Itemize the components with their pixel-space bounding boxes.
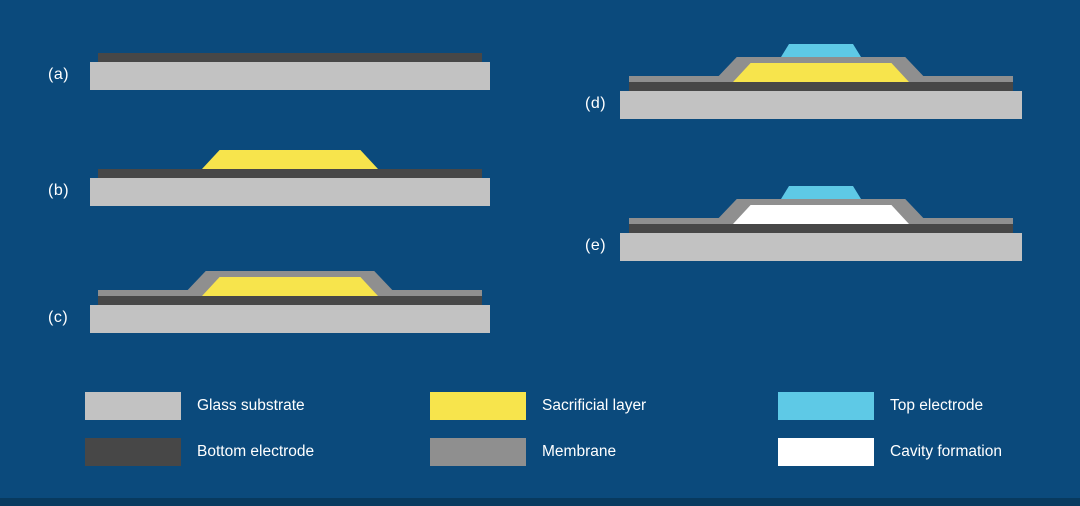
legend-item-membrane: Membrane [430, 438, 616, 466]
legend-item-bottom-electrode: Bottom electrode [85, 438, 314, 466]
bottom-electrode-layer [629, 224, 1013, 233]
legend-item-glass-substrate: Glass substrate [85, 392, 305, 420]
top-electrode-swatch [778, 392, 874, 420]
device-step-b [90, 150, 490, 206]
bottom-electrode-swatch [85, 438, 181, 466]
legend-label-top-electrode: Top electrode [890, 397, 984, 414]
legend-label-membrane: Membrane [542, 443, 617, 460]
device-step-c [90, 271, 490, 333]
glass-substrate-layer [620, 91, 1022, 119]
legend-item-cavity-formation: Cavity formation [778, 438, 1002, 466]
glass-substrate-layer [620, 233, 1022, 261]
step-label-a: (a) [48, 66, 70, 83]
glass-substrate-layer [90, 62, 490, 90]
sacrificial-layer [733, 63, 909, 82]
glass-substrate-layer [90, 178, 490, 206]
step-label-c: (c) [48, 309, 69, 326]
device-step-d [620, 44, 1022, 119]
legend-label-cavity-formation: Cavity formation [890, 443, 1002, 460]
bottom-electrode-layer [98, 53, 482, 62]
sacrificial-layer [202, 277, 378, 296]
device-step-a [90, 53, 490, 90]
legend-item-top-electrode: Top electrode [778, 392, 983, 420]
step-label-b: (b) [48, 182, 70, 199]
membrane-swatch [430, 438, 526, 466]
legend-label-glass-substrate: Glass substrate [197, 397, 305, 414]
device-step-e [620, 186, 1022, 261]
top-electrode-layer [781, 186, 861, 199]
legend-label-bottom-electrode: Bottom electrode [197, 443, 315, 460]
bottom-electrode-layer [98, 296, 482, 305]
glass-substrate-layer [90, 305, 490, 333]
sacrificial-layer-swatch [430, 392, 526, 420]
step-label-d: (d) [585, 95, 607, 112]
bottom-electrode-layer [629, 82, 1013, 91]
legend-label-sacrificial-layer: Sacrificial layer [542, 397, 647, 414]
step-label-e: (e) [585, 237, 607, 254]
sacrificial-layer [202, 150, 378, 169]
glass-substrate-swatch [85, 392, 181, 420]
legend-item-sacrificial-layer: Sacrificial layer [430, 392, 646, 420]
cavity-formation-layer [733, 205, 909, 224]
top-electrode-layer [781, 44, 861, 57]
cavity-formation-swatch [778, 438, 874, 466]
footer-bar [0, 498, 1080, 506]
bottom-electrode-layer [98, 169, 482, 178]
